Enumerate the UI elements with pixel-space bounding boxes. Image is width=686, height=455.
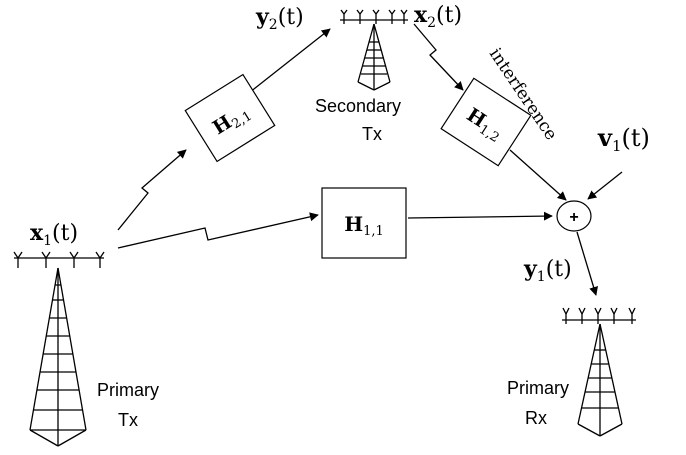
link-primary-to-h11 — [117, 212, 319, 249]
link-h21-to-secondary — [239, 28, 331, 101]
h11-subscript: 1,1 — [363, 224, 384, 239]
summing-junction: + — [556, 200, 592, 232]
sum-symbol: + — [569, 209, 578, 226]
link-summer-to-rx — [576, 231, 598, 296]
link-noise-to-summer — [587, 171, 623, 200]
primary-rx-label-line2: Rx — [525, 408, 547, 428]
link-h12-to-summer — [509, 149, 567, 201]
channel-box-h11: H1,1 — [321, 187, 407, 259]
primary-rx-tower — [562, 307, 636, 437]
link-h11-to-summer — [407, 211, 553, 221]
secondary-tx-label-line1: Secondary — [315, 96, 401, 116]
primary-tx-tower — [13, 251, 105, 447]
secondary-tx-label-line2: Tx — [362, 124, 382, 144]
channel-box-h12: H1,2 — [440, 77, 532, 167]
secondary-tx-tower — [340, 9, 408, 91]
link-secondary-to-h12 — [413, 23, 464, 91]
signal-x2: x2(t) — [414, 2, 462, 31]
h11-symbol: H — [344, 212, 363, 236]
channel-box-h21: H2,1 — [184, 73, 276, 163]
signal-y2: y2(t) — [255, 4, 304, 33]
signal-v1: v1(t) — [597, 123, 650, 155]
signal-x1: x1(t) — [30, 220, 78, 249]
signal-y1: y1(t) — [523, 256, 572, 285]
primary-rx-label-line1: Primary — [507, 378, 569, 398]
svg-text:H1,1: H1,1 — [344, 212, 384, 239]
link-primary-to-h21 — [117, 149, 187, 231]
primary-tx-label-line1: Primary — [97, 380, 159, 400]
primary-tx-label-line2: Tx — [118, 410, 138, 430]
